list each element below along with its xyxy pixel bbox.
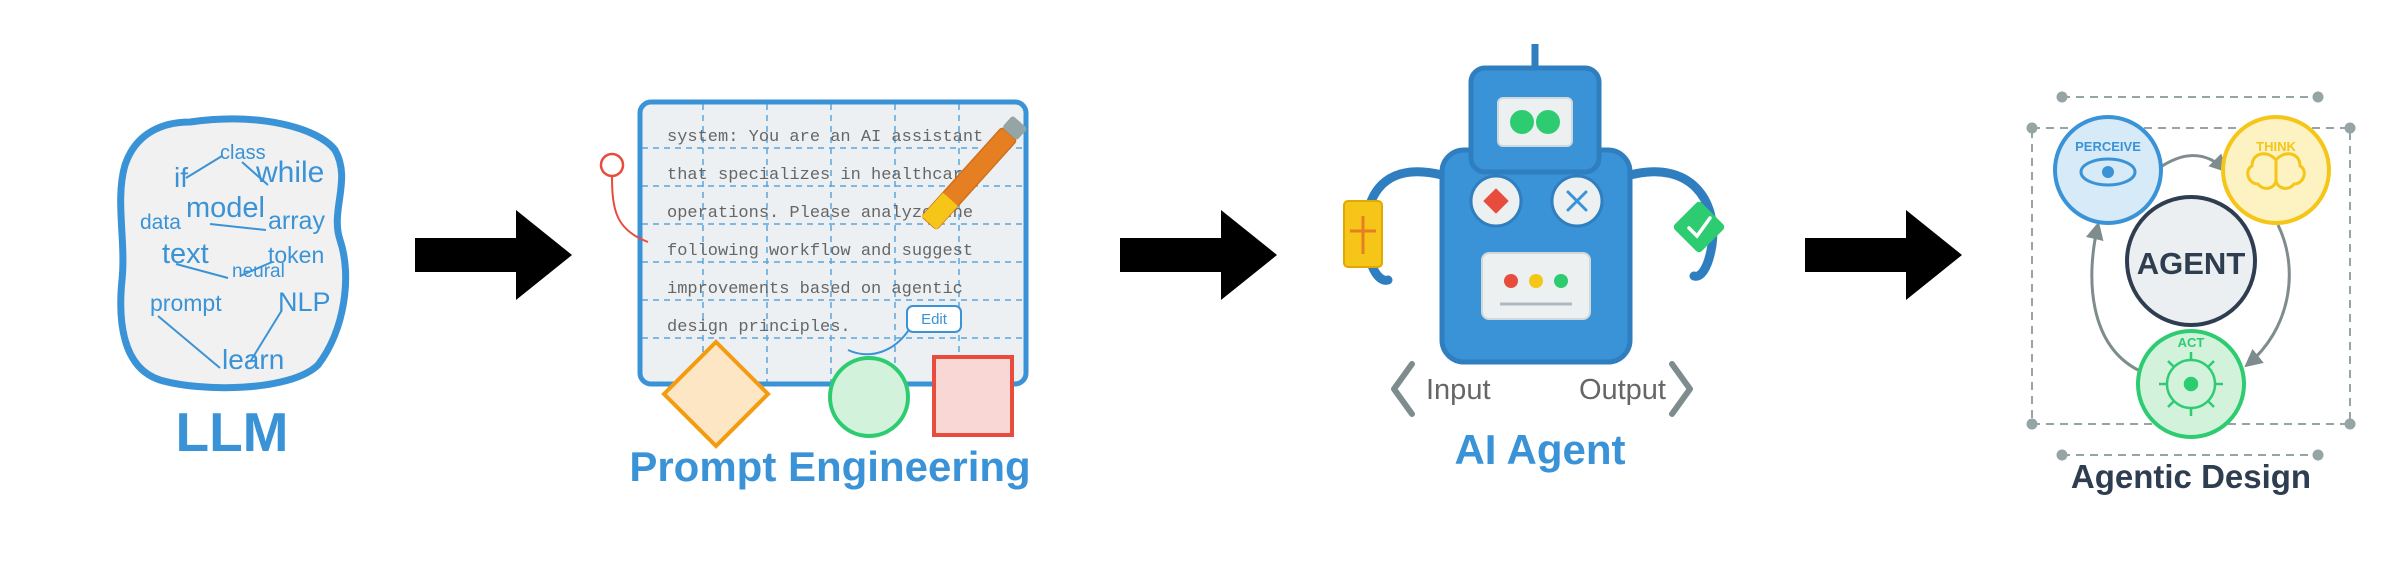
agent-core-label: AGENT xyxy=(2137,246,2246,281)
check-badge xyxy=(1673,201,1725,253)
selection-handle xyxy=(2344,418,2356,430)
status-light-red xyxy=(1504,274,1518,288)
input-label: Input xyxy=(1426,374,1491,406)
prompt-engineering-stage: system: You are an AI assistant that spe… xyxy=(599,99,1031,490)
eye-pupil xyxy=(2102,166,2114,178)
pin-icon xyxy=(599,152,625,178)
prompt-line: design principles. xyxy=(667,318,851,337)
agentic-design-stage: AGENT PERCEIVE THINK ACT Agentic Design xyxy=(2026,91,2356,495)
llm-word: model xyxy=(186,192,265,224)
selection-handle xyxy=(2026,122,2038,134)
edit-pointer xyxy=(847,327,911,356)
pin-string xyxy=(611,175,649,243)
llm-word: class xyxy=(220,142,266,164)
llm-word-links xyxy=(157,155,283,369)
llm-word: NLP xyxy=(278,287,331,317)
llm-word: text xyxy=(162,238,209,270)
perceive-label: PERCEIVE xyxy=(2075,139,2141,154)
llm-title: LLM xyxy=(175,401,288,463)
llm-word: if xyxy=(174,162,188,193)
edit-badge xyxy=(906,305,962,333)
edit-label: Edit xyxy=(921,311,948,328)
flow-arrow xyxy=(1805,210,1962,300)
output-label: Output xyxy=(1579,374,1666,406)
input-chevron-icon xyxy=(1391,361,1415,417)
ai-agent-stage: Input Output AI Agent xyxy=(1343,44,1725,473)
check-icon xyxy=(1687,216,1712,239)
prompt-grid xyxy=(642,104,1024,382)
robot-face-screen xyxy=(1497,97,1573,147)
plus-icon xyxy=(1350,216,1376,254)
prompt-line: that specializes in healthcare xyxy=(667,166,973,185)
brain-icon xyxy=(2246,152,2306,190)
ai-agent-title: AI Agent xyxy=(1454,426,1625,473)
llm-word: token xyxy=(268,242,324,268)
llm-word: neural xyxy=(232,261,285,282)
think-label: THINK xyxy=(2256,139,2296,154)
llm-word: prompt xyxy=(150,290,222,316)
eye-icon xyxy=(2079,157,2137,187)
prompt-line: system: You are an AI assistant xyxy=(667,128,983,147)
cycle-arrow-act-perceive xyxy=(2085,221,2139,372)
output-chevron-icon xyxy=(1669,361,1693,417)
selection-handle xyxy=(2344,122,2356,134)
prompt-line: operations. Please analyze the xyxy=(667,204,973,223)
flow-arrow xyxy=(415,210,572,300)
llm-word: data xyxy=(140,211,181,234)
robot-eye-right xyxy=(1536,110,1560,134)
prompt-line: improvements based on agentic xyxy=(667,280,963,299)
selection-handle xyxy=(2026,418,2038,430)
llm-word: learn xyxy=(222,344,284,375)
llm-stage: if class while data model array text tok… xyxy=(117,115,350,463)
prompt-engineering-title: Prompt Engineering xyxy=(629,443,1030,490)
llm-word: while xyxy=(255,156,324,189)
llm-brain-blob xyxy=(117,115,350,392)
circle-shape xyxy=(828,356,910,438)
close-icon xyxy=(1566,190,1588,212)
diamond-shape xyxy=(661,339,771,449)
status-light-yellow xyxy=(1529,274,1543,288)
prompt-line: following workflow and suggest xyxy=(667,242,973,261)
act-label: ACT xyxy=(2178,335,2205,350)
agent-core xyxy=(2125,195,2257,327)
pencil-icon xyxy=(921,116,1027,230)
status-light-green xyxy=(1554,274,1568,288)
agentic-design-title: Agentic Design xyxy=(2071,458,2311,495)
flow-arrow xyxy=(1120,210,1277,300)
robot-eye-left xyxy=(1510,110,1534,134)
gear-icon xyxy=(2159,352,2223,416)
llm-word: array xyxy=(268,207,325,235)
square-shape xyxy=(932,355,1014,437)
cycle-arrow-think-act xyxy=(2244,224,2291,368)
